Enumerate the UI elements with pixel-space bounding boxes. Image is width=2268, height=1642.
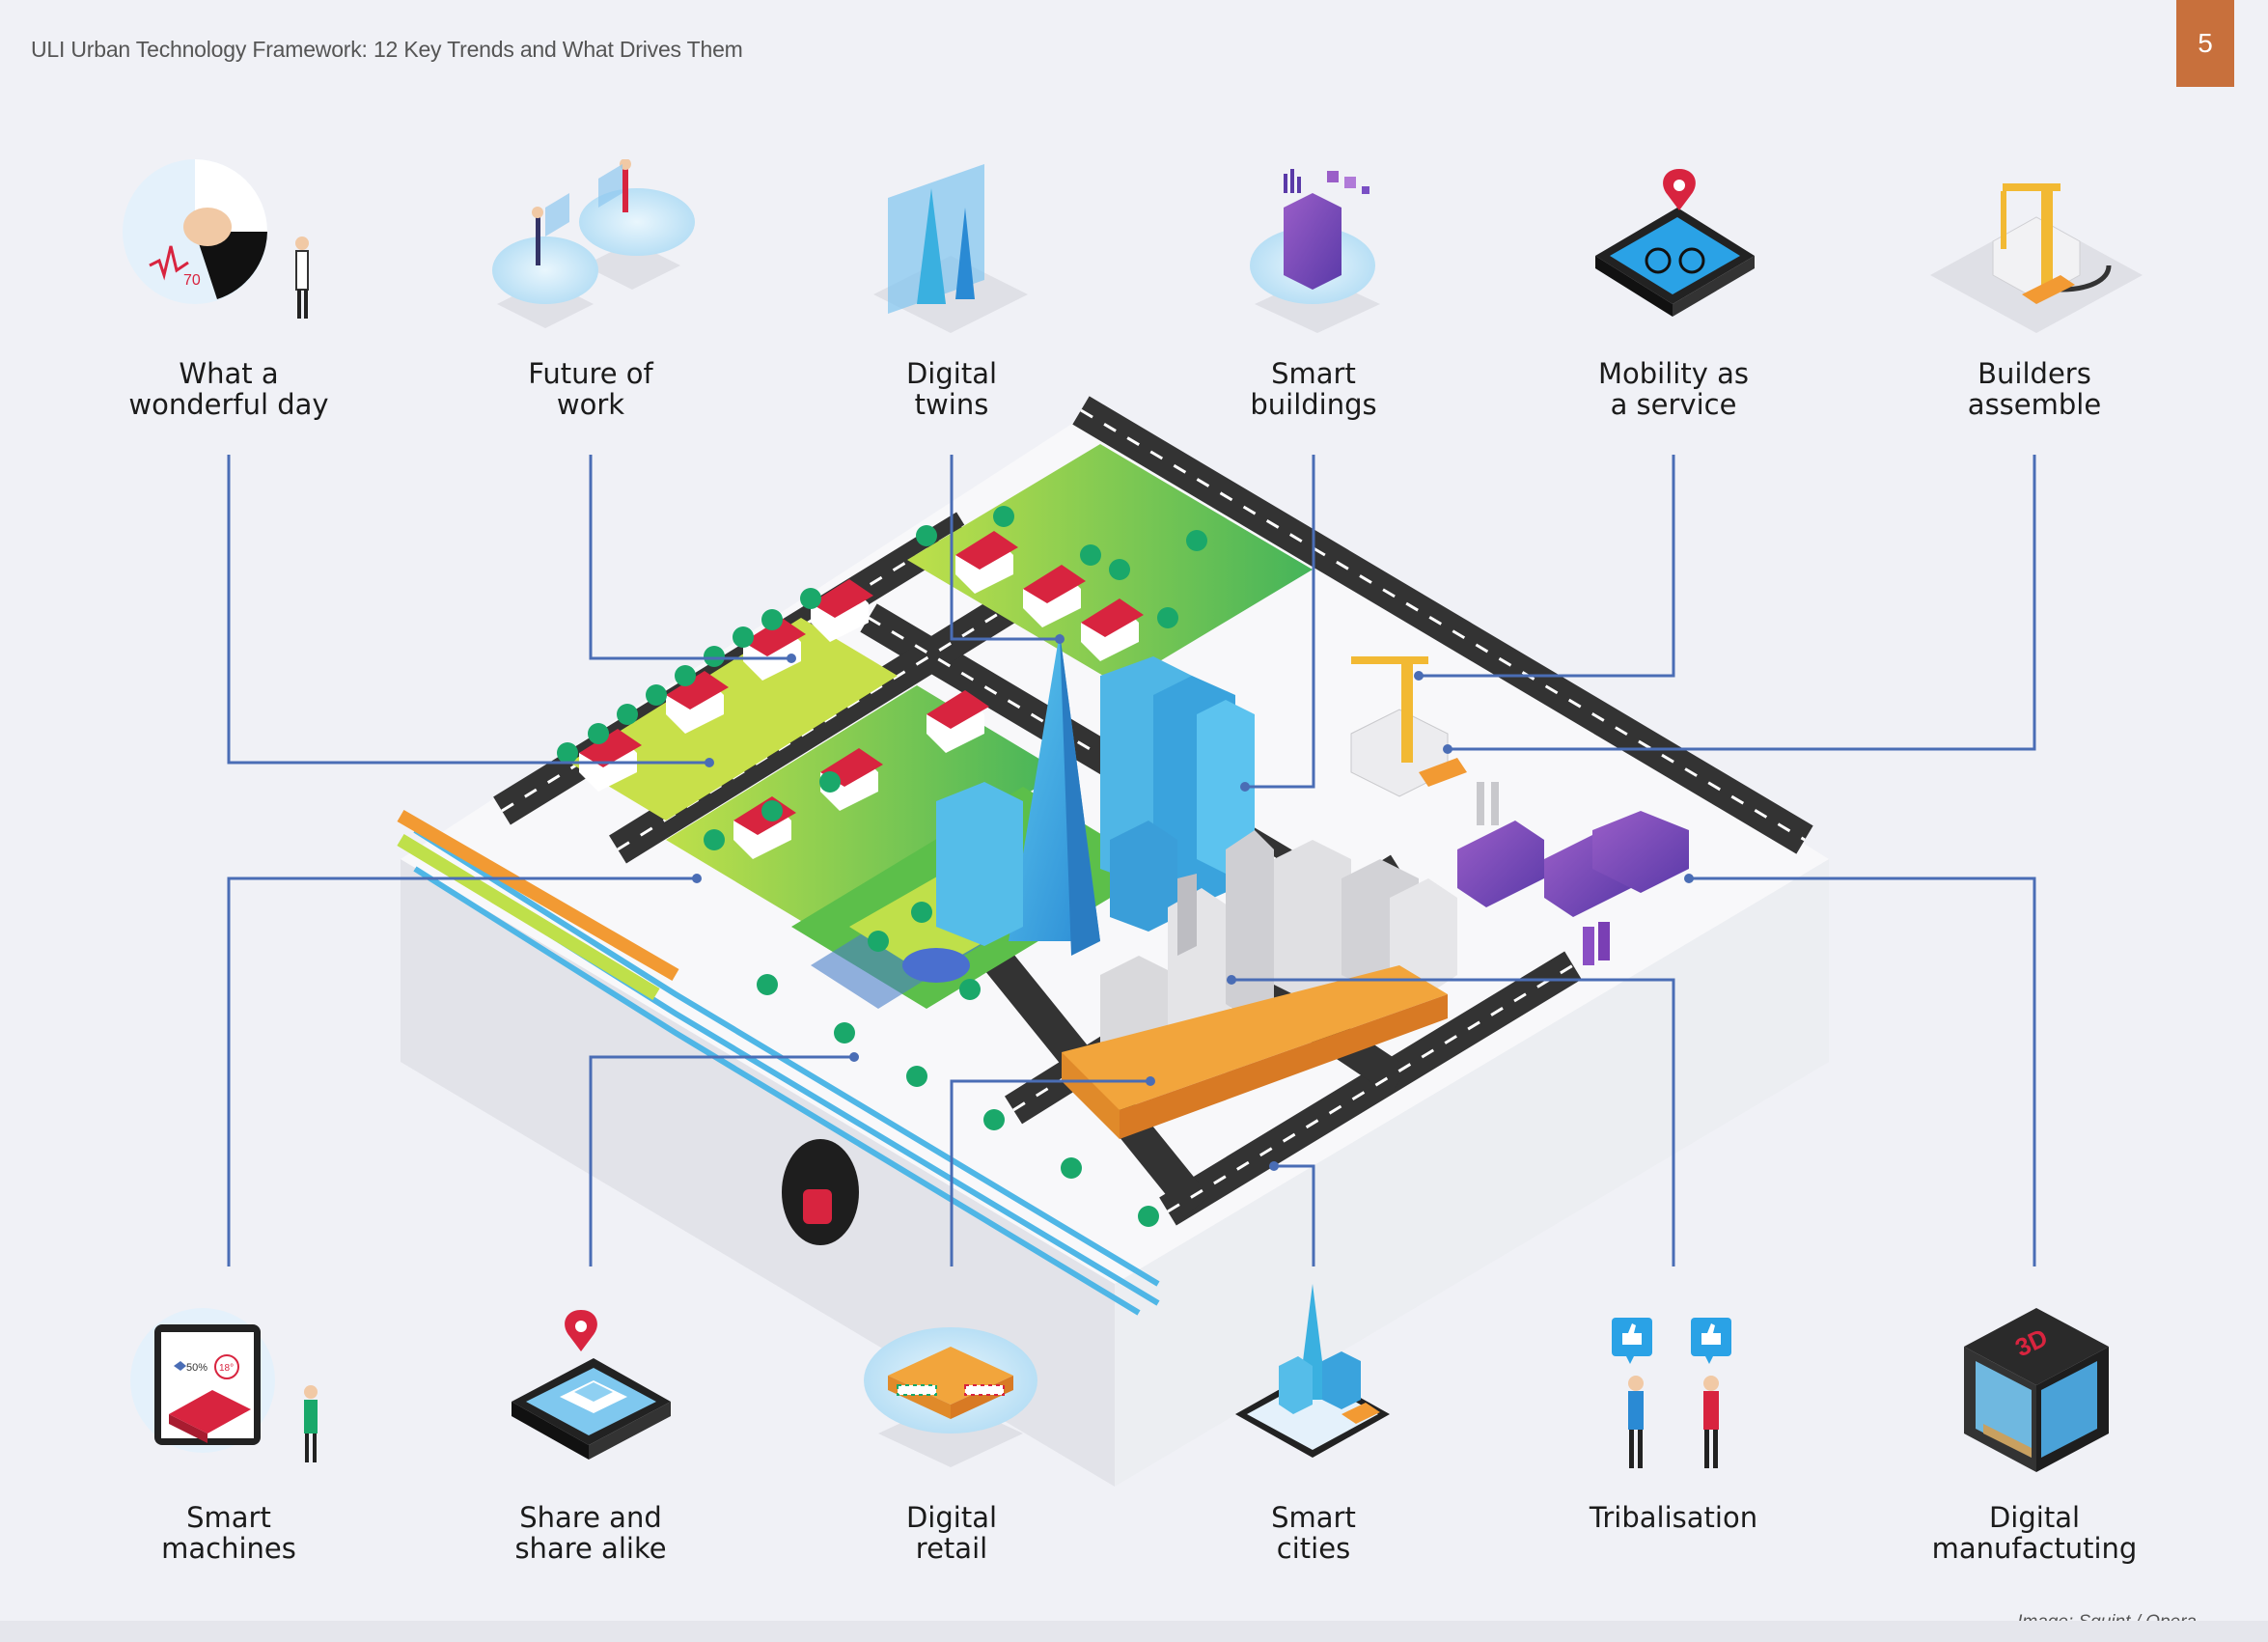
connector-lines (227, 455, 2036, 1266)
skyscrapers (936, 632, 1255, 956)
tunnel (782, 1139, 859, 1245)
share-and-share-alike-icon (512, 1310, 671, 1460)
factories (1457, 782, 1689, 965)
mobility-as-a-service-icon (1595, 169, 1755, 317)
document-header-title: ULI Urban Technology Framework: 12 Key T… (31, 37, 743, 62)
footer-strip (0, 1621, 2268, 1642)
label-tribalisation: Tribalisation (1589, 1501, 1758, 1534)
shopping-strip (1062, 965, 1448, 1139)
digital-retail-icon (864, 1327, 1037, 1467)
wonderful-day-icon: 70 (123, 159, 309, 319)
builders-assemble-icon (1930, 183, 2143, 333)
digital-twins-icon (873, 164, 1028, 333)
smart-machines-icon: 50% 18° (130, 1308, 318, 1462)
heart-rate-value: 70 (183, 272, 201, 289)
smart-buildings-icon (1250, 169, 1380, 333)
page-number-badge: 5 (2176, 0, 2234, 87)
future-of-work-icon (492, 159, 695, 328)
digital-manufacturing-icon: 3D (1964, 1308, 2109, 1472)
smart-cities-icon (1235, 1284, 1390, 1458)
trees (557, 506, 1207, 1227)
machine-stat-a: 50% (186, 1362, 207, 1374)
railway (397, 809, 1160, 1316)
machine-stat-b: 18° (219, 1363, 234, 1374)
tribalisation-icon (1612, 1318, 1731, 1468)
connector-dots (692, 634, 1694, 1171)
construction-site (1350, 656, 1467, 797)
houses (579, 531, 1144, 859)
